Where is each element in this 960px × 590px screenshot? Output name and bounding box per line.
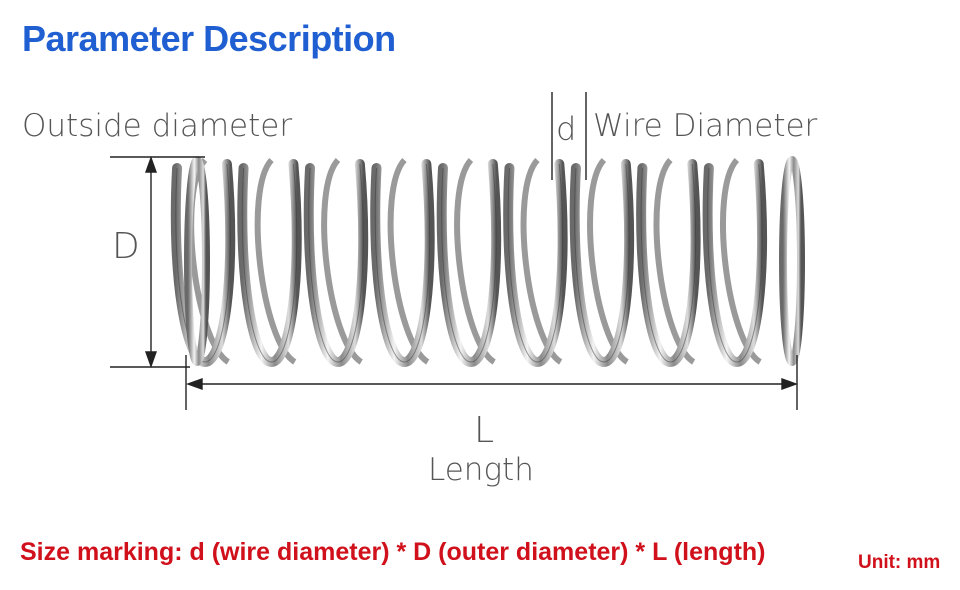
spring-image <box>170 156 805 368</box>
spring-coil-outline <box>374 163 431 363</box>
spring-coil-outline <box>175 163 231 363</box>
size-marking-note: Size marking: d (wire diameter) * D (out… <box>20 538 766 566</box>
outside-diameter-label: Outside diameter <box>22 108 293 144</box>
spring-coil-outline <box>441 163 497 363</box>
spring-coil-outline <box>640 163 697 363</box>
dimension-lines <box>110 92 799 410</box>
spring-end-left <box>184 156 210 366</box>
page-title: Parameter Description <box>22 18 396 59</box>
length-symbol: L <box>474 410 495 451</box>
spring-coil-outline <box>507 163 564 363</box>
spring-end-right <box>779 156 805 366</box>
unit-note: Unit: mm <box>858 552 941 573</box>
spring-coil-outline <box>308 163 364 363</box>
wire-diameter-label: Wire Diameter <box>593 108 818 144</box>
spring-coil-outline <box>574 163 630 363</box>
outer-diameter-symbol: D <box>112 226 140 267</box>
length-label: Length <box>428 452 534 488</box>
spring-coil-outline <box>707 163 763 363</box>
wire-diameter-symbol: d <box>556 110 577 148</box>
spring-coil-outline <box>241 163 298 363</box>
